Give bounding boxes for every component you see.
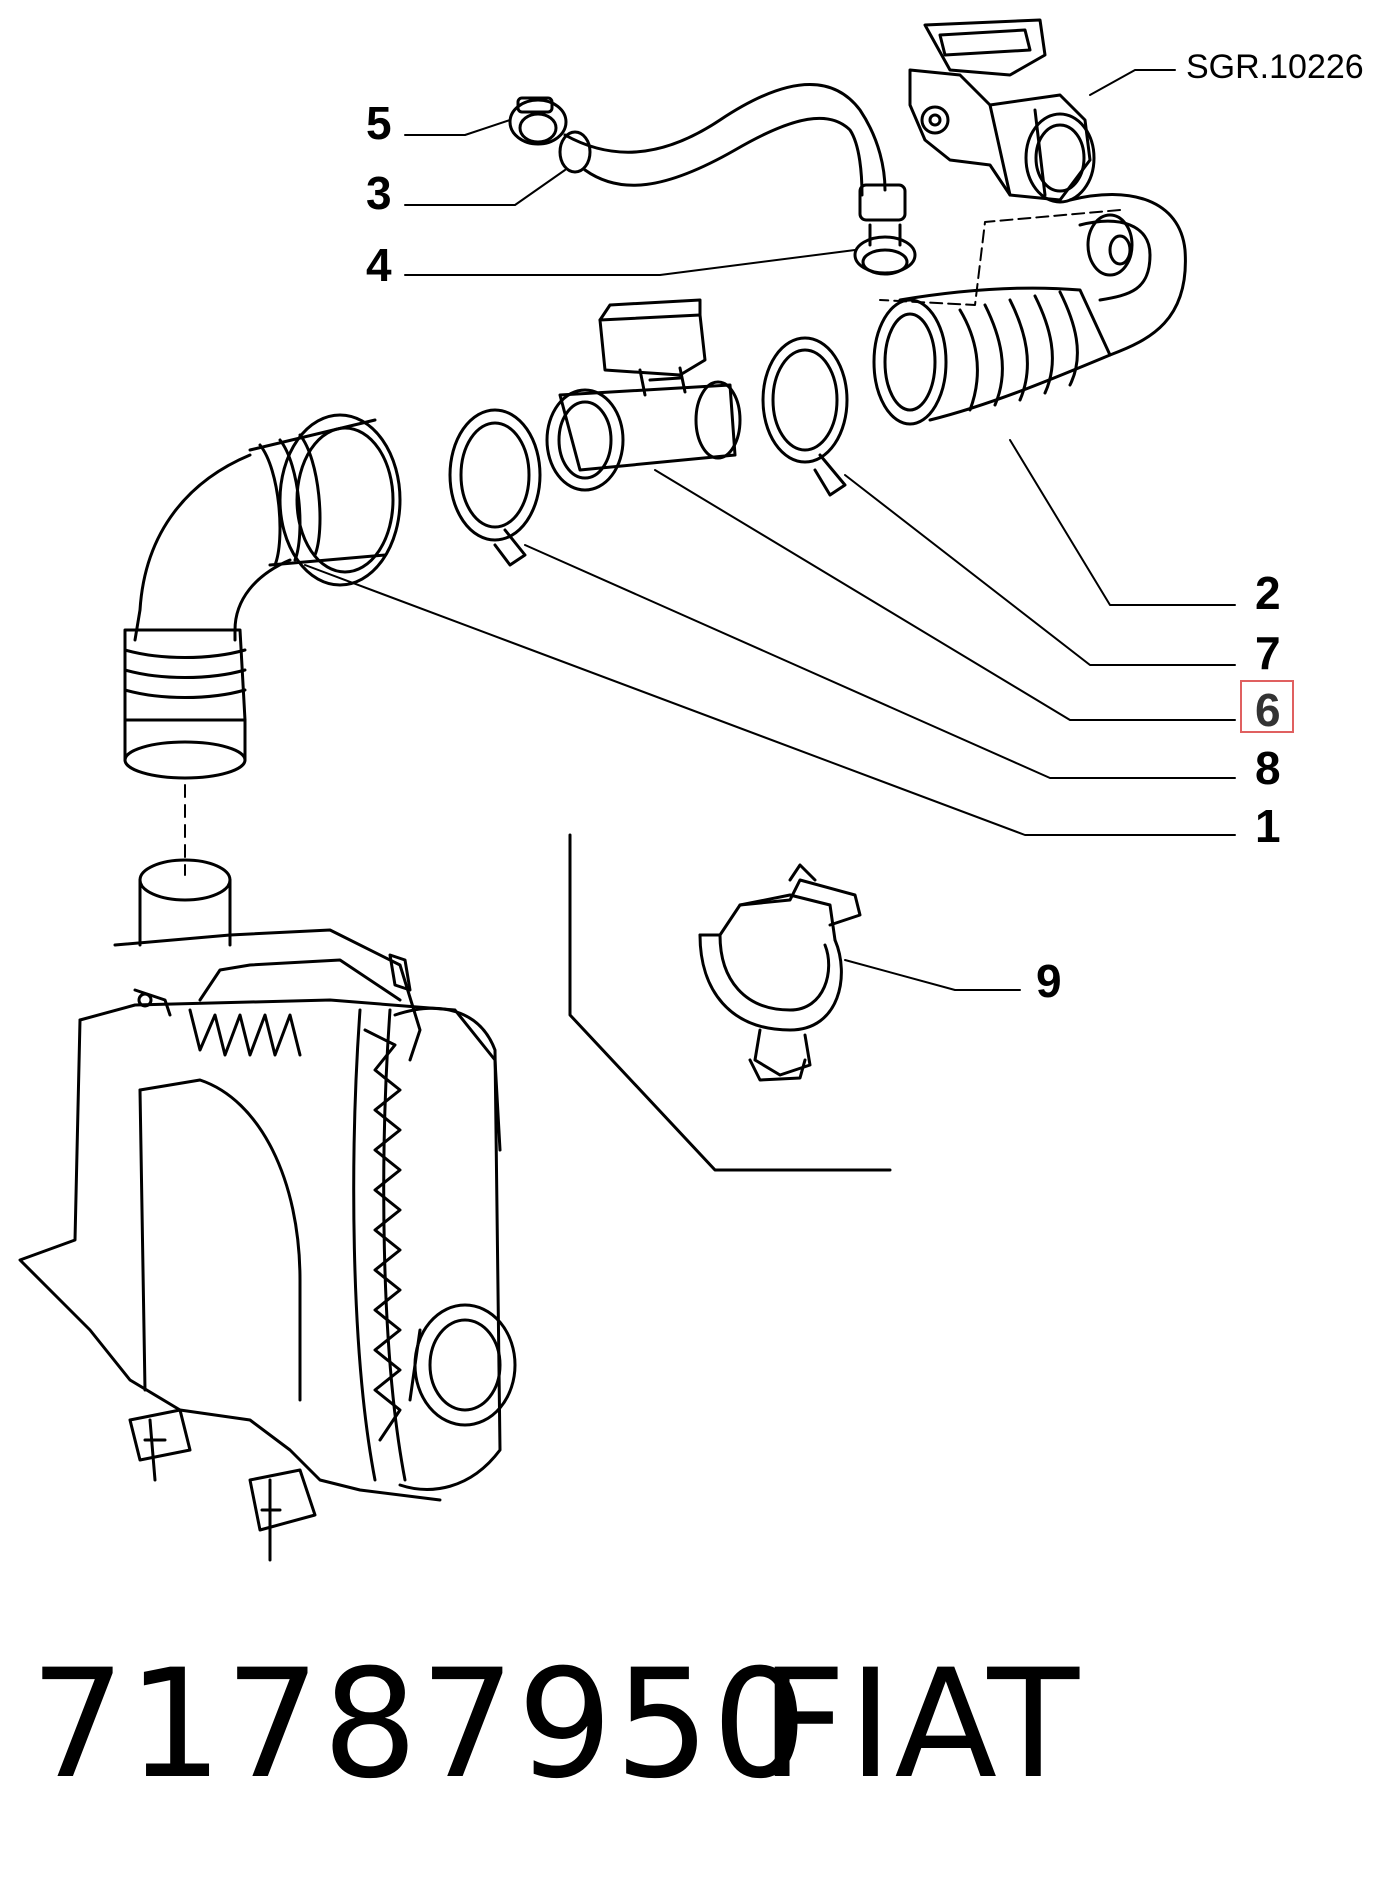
callout-5: 5 — [366, 97, 392, 149]
hose-clamp-part-5 — [508, 96, 568, 146]
leader-4 — [404, 249, 856, 276]
air-flow-meter-part-6 — [545, 298, 742, 492]
throttle-body — [908, 18, 1096, 204]
callout-8: 8 — [1255, 742, 1281, 794]
callout-4: 4 — [366, 239, 392, 291]
leader-9 — [844, 959, 1021, 991]
leader-8 — [524, 544, 1236, 779]
leader-2 — [1009, 439, 1236, 606]
leader-lines — [304, 69, 1236, 991]
leader-7 — [844, 474, 1236, 666]
mounting-clip-part-9 — [698, 863, 862, 1082]
air-filter-box — [18, 858, 517, 1562]
callout-2: 2 — [1255, 567, 1281, 619]
callout-6-highlight-box — [1240, 680, 1294, 733]
callout-7: 7 — [1255, 627, 1281, 679]
hose-clamp-part-4 — [853, 223, 917, 276]
brand-name: FIAT — [760, 1638, 1082, 1812]
reference-label: SGR.10226 — [1186, 48, 1364, 86]
callout-9: 9 — [1036, 955, 1062, 1007]
leader-3 — [404, 169, 566, 206]
callout-3: 3 — [366, 167, 392, 219]
hose-clamp-part-8 — [448, 408, 542, 567]
leader-sgr — [1089, 69, 1176, 96]
leader-5 — [404, 119, 511, 136]
leader-6 — [654, 469, 1236, 721]
intake-hose-part-2 — [872, 192, 1187, 426]
part-number: 71787950 — [30, 1638, 810, 1812]
callout-1: 1 — [1255, 800, 1281, 852]
bracket-leader-line — [568, 833, 892, 1172]
small-hose-part-3 — [558, 83, 907, 222]
hose-clamp-part-7 — [761, 336, 849, 497]
callout-6: 6 — [1255, 684, 1281, 736]
leader-1 — [304, 564, 1236, 836]
bellows-hose-part-1 — [123, 413, 402, 780]
